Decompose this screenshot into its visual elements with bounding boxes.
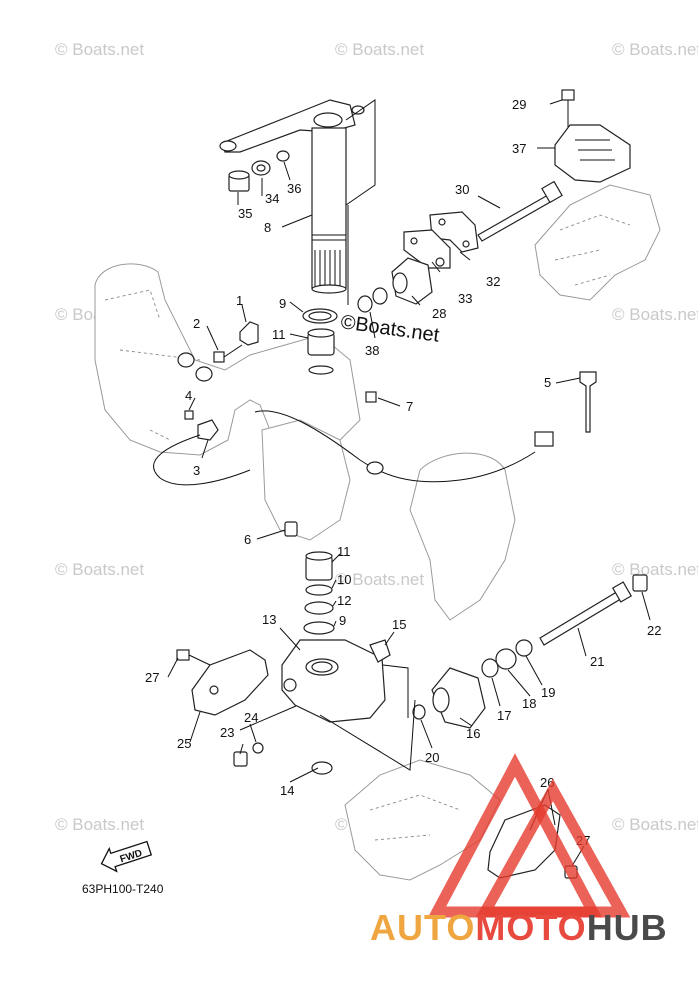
automotohub-logo: AUTOMOTOHUB	[370, 753, 668, 948]
callout-11: 11	[272, 327, 286, 342]
callout-4: 4	[185, 388, 192, 403]
part-23-nut	[233, 751, 248, 767]
part-38-washer	[357, 295, 373, 313]
steering-assembly	[219, 99, 376, 375]
callout-15: 15	[392, 617, 406, 632]
callout-17: 17	[497, 708, 511, 723]
callout-35: 35	[238, 206, 252, 221]
logo-triangle-right	[475, 778, 631, 918]
part-10-washer	[305, 584, 333, 596]
leader-lines	[167, 99, 651, 867]
watermark: © Boats.net	[612, 40, 698, 59]
watermark: © Boats.net	[55, 560, 144, 579]
callout-34: 34	[265, 191, 279, 206]
logo-auto: AUTO	[370, 907, 475, 948]
callout-21: 21	[590, 654, 604, 669]
part-19-washer	[515, 639, 533, 657]
callout-3: 3	[193, 463, 200, 478]
part-24-washer	[252, 742, 264, 754]
part-20-washer	[412, 704, 426, 720]
logo-wordmark: AUTOMOTOHUB	[370, 907, 668, 948]
callout-9: 9	[279, 296, 286, 311]
callout-36: 36	[287, 181, 301, 196]
part-27-bolt	[176, 649, 190, 661]
part-1-clip	[239, 321, 259, 346]
inline-watermark: ©Boats.net	[339, 311, 441, 347]
callout-32: 32	[486, 274, 500, 289]
callout-18: 18	[522, 696, 536, 711]
part-22-nut	[632, 574, 648, 592]
diagram-code: 63PH100-T240	[82, 882, 164, 896]
callout-24: 24	[244, 710, 258, 725]
callout-12: 12	[337, 593, 351, 608]
callout-14: 14	[280, 783, 294, 798]
callout-10: 10	[337, 572, 351, 587]
background-housings	[94, 184, 661, 881]
callout-28: 28	[432, 306, 446, 321]
watermark: © Boats.net	[612, 305, 698, 324]
callout-11b: 11	[337, 544, 351, 559]
callout-27: 27	[145, 670, 159, 685]
callout-1: 1	[236, 293, 243, 308]
callout-9b: 9	[339, 613, 346, 628]
part-17-washer	[481, 658, 499, 678]
part-9-o-ring-lower	[303, 621, 335, 635]
callout-13: 13	[262, 612, 276, 627]
part-15-pin	[369, 639, 391, 663]
part-29-bolt	[561, 89, 575, 101]
watermark: © Boats.net	[335, 570, 424, 589]
middle-assembly	[153, 321, 597, 537]
part-18-washer	[495, 648, 517, 670]
callout-19: 19	[541, 685, 555, 700]
connector	[534, 431, 554, 447]
part-36-washer	[276, 150, 290, 162]
callout-33: 33	[458, 291, 472, 306]
part-14-clamp	[311, 761, 333, 775]
upper-mount-assembly	[357, 89, 631, 313]
part-37-mount-cap	[554, 124, 631, 183]
callout-23: 23	[220, 725, 234, 740]
callout-5: 5	[544, 375, 551, 390]
callout-8: 8	[264, 220, 271, 235]
callout-29: 29	[512, 97, 526, 112]
callout-25: 25	[177, 736, 191, 751]
part-7-nut	[365, 391, 377, 403]
callout-38: 38	[365, 343, 379, 358]
part-21-bolt	[539, 589, 625, 646]
part-6-bolt	[284, 521, 298, 537]
arm-hole	[219, 140, 237, 152]
part-16-mount	[431, 667, 486, 729]
callout-22: 22	[647, 623, 661, 638]
callout-30: 30	[455, 182, 469, 197]
watermark: © Boats.net	[55, 40, 144, 59]
logo-hub: HUB	[587, 907, 668, 948]
callout-7: 7	[406, 399, 413, 414]
part-2-bolt	[213, 351, 225, 363]
watermark: © Boats.net	[55, 815, 144, 834]
watermark: © Boats.net	[612, 560, 698, 579]
callout-20: 20	[425, 750, 439, 765]
arm-hub	[313, 112, 343, 128]
part-12-o-ring	[304, 601, 334, 615]
part-4-bolt	[184, 410, 194, 420]
logo-moto: MOTO	[475, 907, 586, 948]
callout-37: 37	[512, 141, 526, 156]
part-5-cable-tie	[579, 371, 597, 433]
callout-2: 2	[193, 316, 200, 331]
fwd-arrow: FWD	[100, 840, 153, 873]
callout-16: 16	[466, 726, 480, 741]
part-13-lower-bracket	[281, 639, 386, 723]
watermark: © Boats.net	[612, 815, 698, 834]
callout-6: 6	[244, 532, 251, 547]
steering-shaft	[311, 127, 347, 289]
part-25-plate	[191, 649, 269, 716]
callouts: 29 37 30 32 33 28 38 8 34 35 36 9 11 1 2…	[145, 97, 661, 848]
watermark: © Boats.net	[335, 40, 424, 59]
